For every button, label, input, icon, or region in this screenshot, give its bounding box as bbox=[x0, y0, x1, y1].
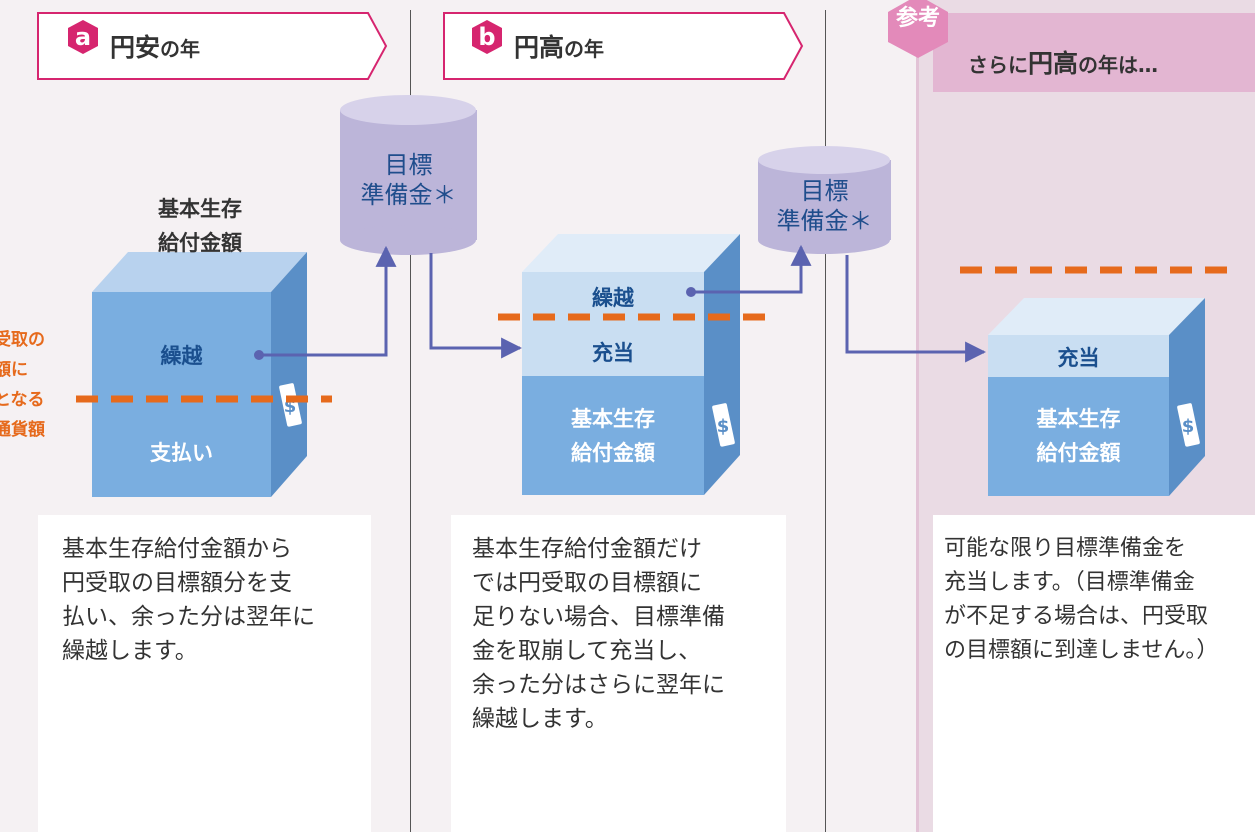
caption-ref-line-2: 充当します。（目標準備金 bbox=[944, 570, 1195, 595]
header-b-main: 円高 bbox=[514, 33, 565, 62]
box-ref-base-benefit-label: 基本生存 給付金額 bbox=[988, 402, 1169, 470]
side-label-line-2: 額に bbox=[0, 360, 28, 380]
cylinder-a-line-1: 目標 bbox=[384, 151, 433, 179]
header-tab-a bbox=[37, 12, 388, 80]
divider-ab bbox=[410, 10, 411, 832]
reference-column-border bbox=[916, 0, 919, 832]
caption-b-line-5: 余った分はさらに翌年に bbox=[472, 672, 725, 698]
caption-panel-b bbox=[451, 515, 786, 832]
header-a-main: 円安 bbox=[110, 33, 161, 62]
box-b-base-line-2: 給付金額 bbox=[571, 441, 655, 465]
box-a-carryover-label: 繰越 bbox=[160, 344, 203, 368]
header-ref bbox=[888, 0, 1255, 92]
box-ref: $ bbox=[988, 298, 1205, 496]
ref-header-post: の年は… bbox=[1078, 53, 1159, 77]
caption-a-line-3: 払い、余った分は翌年に bbox=[62, 604, 315, 630]
caption-b-line-6: 繰越します。 bbox=[472, 706, 608, 732]
ref-header-main: 円高 bbox=[1028, 49, 1079, 78]
header-a-suffix: の年 bbox=[160, 37, 201, 61]
cylinder-b-line-2: 準備金＊ bbox=[776, 207, 873, 235]
box-b-base-benefit-label: 基本生存 給付金額 bbox=[522, 402, 704, 470]
header-b-suffix: の年 bbox=[564, 37, 605, 61]
caption-b: 基本生存給付金額だけ では円受取の目標額に 足りない場合、目標準備 金を取崩して… bbox=[472, 532, 725, 736]
caption-ref-line-4: の目標額に到達しません。） bbox=[944, 638, 1219, 663]
label-above-line-1: 基本生存 bbox=[158, 197, 242, 221]
caption-panel-ref bbox=[933, 515, 1255, 832]
box-a-payment-label: 支払い bbox=[150, 441, 213, 465]
box-a: $ bbox=[92, 252, 307, 497]
cylinder-a bbox=[340, 95, 477, 255]
caption-ref-line-1: 可能な限り目標準備金を bbox=[944, 536, 1187, 561]
ref-header-pre: さらに bbox=[968, 53, 1028, 77]
caption-b-line-2: では円受取の目標額に bbox=[472, 570, 702, 596]
caption-panel-a bbox=[38, 515, 371, 832]
cylinder-b-line-1: 目標 bbox=[800, 177, 849, 205]
box-ref-allocation-label: 充当 bbox=[1057, 346, 1100, 370]
ref-badge-label: 参考 bbox=[895, 6, 940, 31]
caption-a-line-1: 基本生存給付金額から bbox=[62, 536, 292, 562]
svg-text:$: $ bbox=[717, 416, 730, 437]
caption-b-line-1: 基本生存給付金額だけ bbox=[472, 536, 702, 562]
caption-b-line-4: 金を取崩して充当し、 bbox=[472, 638, 702, 664]
cylinder-a-line-2: 準備金＊ bbox=[360, 181, 457, 209]
box-ref-base-line-1: 基本生存 bbox=[1036, 407, 1121, 431]
label-above-box-a: 基本生存 給付金額 bbox=[130, 192, 270, 260]
header-a-title: 円安の年 bbox=[110, 28, 200, 64]
svg-text:$: $ bbox=[1182, 416, 1195, 437]
badge-b-label: b bbox=[478, 23, 496, 51]
caption-a: 基本生存給付金額から 円受取の目標額分を支 払い、余った分は翌年に 繰越します。 bbox=[62, 532, 315, 668]
box-b: $ bbox=[522, 234, 740, 495]
box-b-allocation-label: 充当 bbox=[592, 341, 634, 365]
caption-ref-line-3: が不足する場合は、円受取 bbox=[944, 604, 1209, 629]
box-b-carryover-label: 繰越 bbox=[592, 286, 634, 310]
badge-a-label: a bbox=[74, 23, 92, 51]
cylinder-a-label: 目標 準備金＊ bbox=[340, 150, 477, 210]
divider-bref bbox=[825, 10, 826, 832]
label-above-line-2: 給付金額 bbox=[158, 231, 242, 255]
cylinder-b bbox=[758, 146, 891, 254]
caption-a-line-4: 繰越します。 bbox=[62, 638, 198, 664]
side-label-line-1: 受取の bbox=[0, 330, 45, 350]
caption-b-line-3: 足りない場合、目標準備 bbox=[472, 604, 725, 630]
side-label-target-amount: 受取の 額に となる 通貨額 bbox=[0, 325, 45, 445]
side-label-line-3: となる bbox=[0, 390, 45, 410]
header-b-title: 円高の年 bbox=[514, 28, 604, 64]
ref-header-title: さらに円高の年は… bbox=[968, 44, 1158, 80]
caption-a-line-2: 円受取の目標額分を支 bbox=[62, 570, 292, 596]
header-tab-b bbox=[443, 12, 804, 80]
box-b-base-line-1: 基本生存 bbox=[571, 407, 655, 431]
side-label-line-4: 通貨額 bbox=[0, 420, 45, 440]
cylinder-b-label: 目標 準備金＊ bbox=[758, 176, 891, 236]
box-ref-base-line-2: 給付金額 bbox=[1036, 441, 1121, 465]
caption-ref: 可能な限り目標準備金を 充当します。（目標準備金 が不足する場合は、円受取 の目… bbox=[944, 532, 1218, 668]
